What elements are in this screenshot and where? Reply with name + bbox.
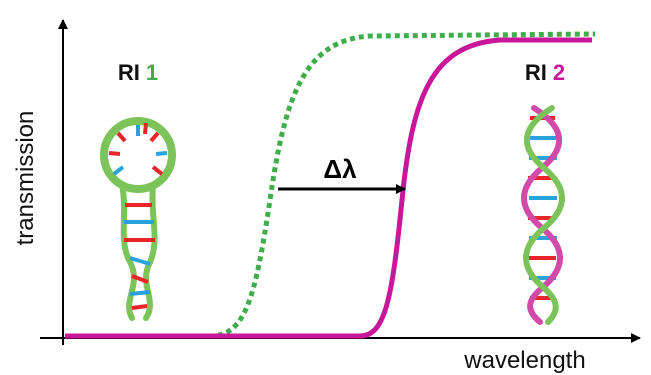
state-1-prefix: RI <box>118 60 140 85</box>
shift-label: Δλ <box>323 154 357 184</box>
hairpin-dna-icon <box>100 117 176 321</box>
x-axis-label: wavelength <box>463 347 585 374</box>
state-2-number: 2 <box>553 60 565 85</box>
y-axis-label: transmission <box>12 111 39 246</box>
state-2-prefix: RI <box>525 60 547 85</box>
curve-ri-1 <box>65 31 596 339</box>
double-helix-dna-icon <box>521 105 565 325</box>
state-1-number: 1 <box>146 60 158 85</box>
